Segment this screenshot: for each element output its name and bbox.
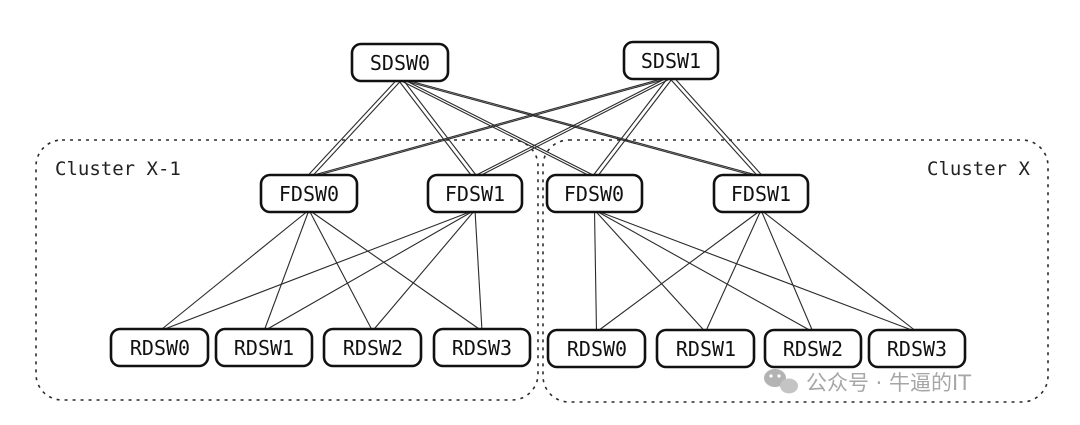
link-left_fdsw0-left_rdsw1	[263, 209, 310, 332]
node-label: RDSW0	[130, 336, 190, 360]
link-sdsw0-right_fdsw0	[397, 78, 593, 178]
link-sdsw0-right_fdsw1	[397, 78, 759, 178]
link-sdsw1-right_fdsw0	[596, 76, 674, 178]
link-sdsw1-right_fdsw1	[668, 76, 759, 178]
node-left-fdsw1[interactable]: FDSW1	[426, 173, 524, 214]
node-left-rdsw2[interactable]: RDSW2	[322, 327, 423, 368]
node-left-fdsw0[interactable]: FDSW0	[259, 173, 359, 214]
cluster-label-right: Cluster X	[927, 158, 1031, 180]
node-label: RDSW1	[234, 336, 294, 360]
node-label: FDSW1	[445, 182, 505, 206]
node-label: RDSW0	[567, 337, 627, 361]
node-sdsw0[interactable]: SDSW0	[350, 42, 450, 83]
node-left-rdsw1[interactable]: RDSW1	[214, 327, 314, 368]
node-label: SDSW0	[370, 51, 430, 75]
link-sdsw1-left_fdsw1	[472, 76, 669, 178]
link-right_fdsw1-right_rdsw2	[760, 209, 814, 333]
link-sdsw1-right_fdsw0	[591, 76, 669, 178]
node-right-rdsw2[interactable]: RDSW2	[763, 328, 863, 369]
link-right_fdsw0-right_rdsw1	[594, 209, 706, 333]
watermark-text: 公众号 · 牛逼的IT	[806, 371, 971, 395]
watermark: 公众号 · 牛逼的IT	[764, 369, 971, 395]
link-right_fdsw0-right_rdsw2	[594, 209, 814, 333]
link-sdsw1-left_fdsw1	[477, 76, 674, 178]
link-sdsw1-right_fdsw1	[673, 76, 764, 178]
node-right-rdsw1[interactable]: RDSW1	[655, 328, 756, 369]
node-label: FDSW0	[279, 182, 339, 206]
link-sdsw0-right_fdsw0	[402, 78, 598, 178]
link-left_fdsw0-left_rdsw0	[159, 209, 310, 332]
cluster-box-right	[542, 139, 1049, 403]
cluster-label-left: Cluster X-1	[55, 158, 181, 180]
node-left-rdsw3[interactable]: RDSW3	[432, 327, 532, 368]
node-label: SDSW1	[641, 49, 701, 73]
link-right_fdsw1-right_rdsw3	[760, 209, 918, 333]
node-label: RDSW3	[452, 336, 512, 360]
wechat-icon	[764, 369, 798, 394]
link-right_fdsw1-right_rdsw0	[596, 209, 762, 333]
node-sdsw1[interactable]: SDSW1	[622, 40, 720, 81]
link-left_fdsw0-left_rdsw2	[308, 209, 373, 332]
link-sdsw0-left_fdsw1	[402, 78, 478, 178]
link-sdsw1-left_fdsw0	[311, 76, 674, 178]
link-sdsw1-left_fdsw0	[306, 76, 669, 178]
node-left-rdsw0[interactable]: RDSW0	[109, 327, 210, 368]
node-right-fdsw0[interactable]: FDSW0	[545, 173, 644, 214]
link-sdsw0-left_fdsw0	[311, 78, 403, 178]
link-left_fdsw1-left_rdsw0	[159, 209, 476, 332]
link-left_fdsw0-left_rdsw3	[308, 209, 483, 332]
node-label: RDSW3	[887, 337, 947, 361]
link-right_fdsw0-right_rdsw3	[594, 209, 918, 333]
link-sdsw0-right_fdsw1	[402, 78, 764, 178]
link-sdsw0-left_fdsw1	[397, 78, 473, 178]
node-label: FDSW1	[731, 182, 791, 206]
link-layer	[159, 76, 918, 333]
link-left_fdsw1-left_rdsw2	[372, 209, 476, 332]
node-label: FDSW0	[564, 182, 624, 206]
link-left_fdsw1-left_rdsw3	[474, 209, 483, 332]
link-sdsw0-left_fdsw0	[306, 78, 398, 178]
node-label: RDSW1	[676, 337, 736, 361]
link-left_fdsw1-left_rdsw1	[263, 209, 476, 332]
node-label: RDSW2	[783, 337, 843, 361]
link-right_fdsw0-right_rdsw0	[593, 209, 598, 333]
node-label: RDSW2	[343, 336, 403, 360]
node-right-rdsw0[interactable]: RDSW0	[546, 328, 647, 369]
node-right-fdsw1[interactable]: FDSW1	[712, 173, 810, 214]
link-right_fdsw1-right_rdsw1	[704, 209, 762, 333]
node-right-rdsw3[interactable]: RDSW3	[867, 328, 967, 369]
cluster-box-left	[35, 139, 539, 401]
